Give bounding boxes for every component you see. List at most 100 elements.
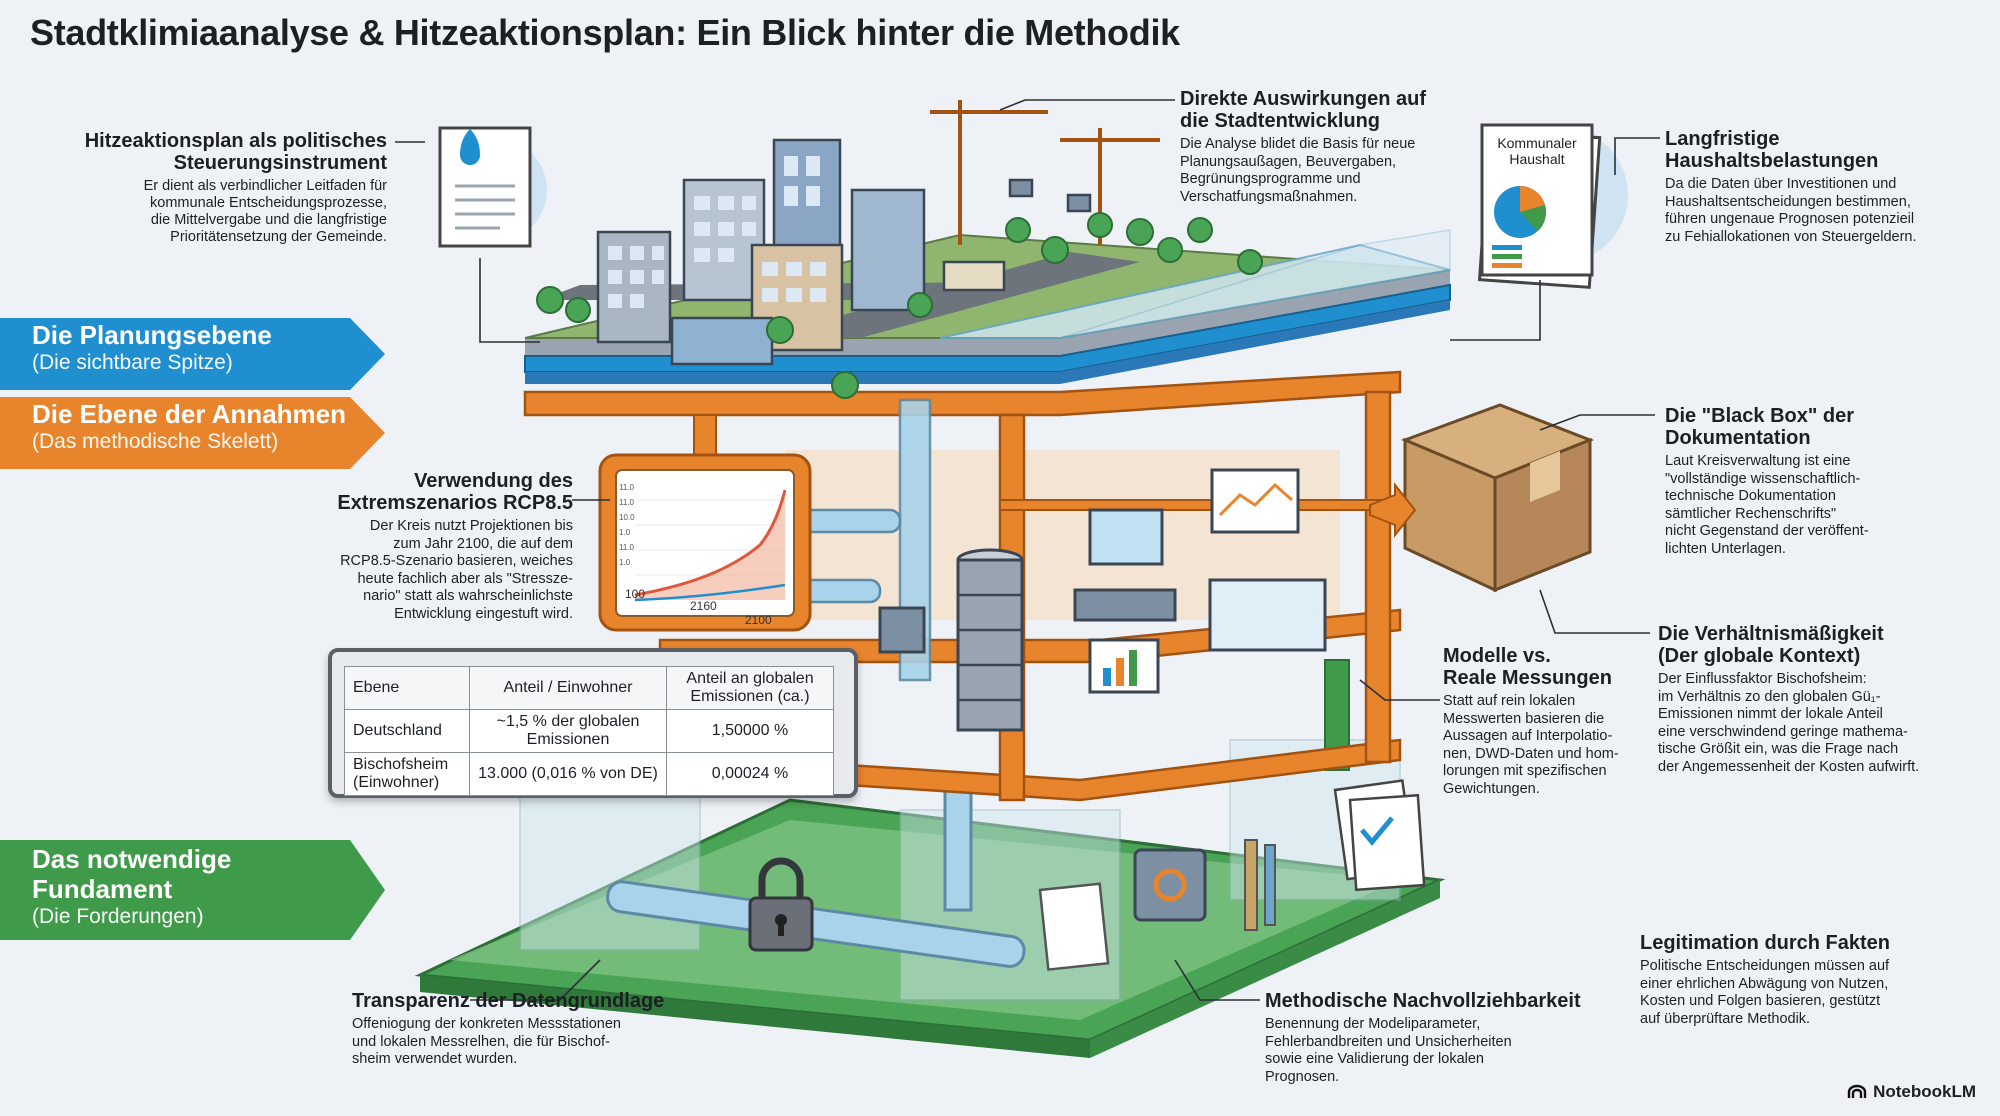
callout-text: technische Dokumentation bbox=[1665, 488, 1836, 504]
callout-text: auf überprüftare Methodik. bbox=[1640, 1010, 1811, 1027]
callout-text: einer ehrlichen Abwägung von Nutzen, bbox=[1640, 975, 1889, 992]
callout-title: Direkte Auswirkungen auf bbox=[1180, 88, 1426, 110]
callout-title: Dokumentation bbox=[1665, 427, 1811, 449]
callout-text: "vollständige wissenschaftlich- bbox=[1665, 470, 1861, 487]
level-title: Das notwendige bbox=[32, 844, 232, 874]
callout-rcp85: Verwendung des Extremszenarios RCP8.5 De… bbox=[243, 470, 573, 623]
callout-text: Offeniogung der konkreten Messstationen bbox=[352, 1016, 621, 1032]
callout-title: Extremszenarios RCP8.5 bbox=[337, 492, 573, 514]
callout-text: Die Analyse blidet die Basis für neue bbox=[1180, 136, 1416, 152]
table-header: Ebene bbox=[344, 666, 470, 710]
callout-text: Benennung der Modeliparameter, bbox=[1265, 1016, 1481, 1032]
callout-text: Fehlerbandbreiten und Unsicherheiten bbox=[1265, 1033, 1512, 1050]
callout-direkte-auswirkungen: Direkte Auswirkungen auf die Stadtentwic… bbox=[1180, 88, 1510, 206]
callout-text: sämtlicher Rechenschrifts" bbox=[1665, 505, 1837, 522]
callout-title: Modelle vs. bbox=[1443, 645, 1551, 667]
table-cell: 1,50000 % bbox=[666, 709, 834, 753]
callout-title: Transparenz der Datengrundlage bbox=[352, 990, 665, 1012]
chart-ytick: 1.0 bbox=[619, 558, 631, 567]
emissions-table-panel: Ebene Anteil / Einwohner Anteil an globa… bbox=[328, 648, 858, 798]
trees bbox=[536, 212, 1263, 399]
table-header: Anteil / Einwohner bbox=[469, 666, 667, 710]
black-box-icon bbox=[1400, 403, 1595, 593]
level-subtitle: (Das methodische Skelett) bbox=[32, 430, 279, 453]
callout-text: zum Jahr 2100, die auf dem bbox=[393, 535, 573, 552]
table-cell: Bischofsheim (Einwohner) bbox=[344, 752, 470, 796]
budget-doc-label: Haushalt bbox=[1509, 151, 1564, 167]
callout-hitzeaktionsplan: Hitzeaktionsplan als politisches Steueru… bbox=[27, 130, 387, 246]
table-cell: 13.000 (0,016 % von DE) bbox=[469, 752, 667, 796]
callout-text: Messwerten basieren die bbox=[1443, 710, 1605, 727]
table-header-row: Ebene Anteil / Einwohner Anteil an globa… bbox=[344, 666, 834, 710]
level-annahmen: Die Ebene der Annahmen (Das methodische … bbox=[0, 399, 346, 469]
callout-text: Der Kreis nutzt Projektionen bis bbox=[369, 518, 573, 534]
callout-text: tische Größit ein, was die Frage nach bbox=[1658, 741, 1899, 757]
callout-black-box: Die "Black Box" der Dokumentation Laut K… bbox=[1665, 405, 1985, 558]
callout-text: zu Fehiallokationen von Steuergeldern. bbox=[1665, 228, 1917, 245]
callout-transparenz: Transparenz der Datengrundlage Offeniogu… bbox=[352, 990, 712, 1069]
policy-document-icon bbox=[438, 126, 547, 248]
callout-text: nario" statt als wahrscheinlichste bbox=[363, 588, 573, 604]
chart-xtick: 2100 bbox=[745, 613, 772, 627]
callout-text: führen ungenaue Prognosen potenzieil bbox=[1665, 211, 1915, 227]
budget-doc-label: Kommunaler bbox=[1497, 135, 1577, 151]
chart-xtick: 100 bbox=[625, 587, 645, 601]
brand-logo: NotebookLM bbox=[1847, 1082, 1976, 1102]
callout-text: RCP8.5-Szenario basieren, weiches bbox=[340, 553, 573, 569]
chart-ytick: 11.0 bbox=[619, 483, 635, 492]
callout-text: Politische Entscheidungen müssen auf bbox=[1640, 958, 1890, 974]
table-cell: 0,00024 % bbox=[666, 752, 834, 796]
band-planungsebene bbox=[0, 318, 385, 390]
level-subtitle: (Die sichtbare Spitze) bbox=[32, 351, 233, 374]
callout-title: Hitzeaktionsplan als politisches bbox=[84, 130, 387, 152]
callout-text: sheim verwendet wurden. bbox=[352, 1051, 518, 1067]
callout-text: Planungsaußagen, Beuvergaben, bbox=[1180, 153, 1397, 170]
table-cell: ~1,5 % der globalen Emissionen bbox=[469, 709, 667, 753]
foundation-platform bbox=[414, 739, 1446, 1058]
table-row: Deutschland ~1,5 % der globalen Emission… bbox=[344, 709, 834, 753]
chart-xtick: 2160 bbox=[690, 599, 717, 613]
callout-text: heute fachlich aber als "Stressze- bbox=[357, 570, 573, 587]
callout-text: eine verschwindend geringe mathema- bbox=[1658, 723, 1908, 740]
callout-text: Haushaltsentscheidungen bestimmen, bbox=[1665, 193, 1911, 210]
callout-text: Er dient als verbindlicher Leitfaden für bbox=[143, 178, 387, 194]
callout-haushaltsbelastungen: Langfristige Haushaltsbelastungen Da die… bbox=[1665, 128, 1995, 246]
band-fundament bbox=[0, 840, 385, 940]
level-subtitle: (Die Forderungen) bbox=[32, 905, 204, 928]
callout-title: Haushaltsbelastungen bbox=[1665, 150, 1879, 172]
callout-modelle: Modelle vs. Reale Messungen Statt auf re… bbox=[1443, 645, 1663, 798]
callout-text: Begrünungsprogramme und bbox=[1180, 171, 1361, 187]
table-header: Anteil an globalen Emissionen (ca.) bbox=[666, 666, 834, 710]
callout-text: nen, DWD-Daten und hom- bbox=[1443, 745, 1619, 762]
callout-text: Da die Daten über Investitionen und bbox=[1665, 176, 1897, 192]
callout-title: (Der globale Kontext) bbox=[1658, 645, 1861, 667]
chart-ytick: 11.0 bbox=[619, 543, 635, 552]
chart-ytick: 10.0 bbox=[619, 513, 635, 522]
band-annahmen bbox=[0, 397, 385, 469]
table-row: Bischofsheim (Einwohner) 13.000 (0,016 %… bbox=[344, 752, 834, 796]
level-planungsebene: Die Planungsebene (Die sichtbare Spitze) bbox=[0, 320, 272, 390]
callout-methodische: Methodische Nachvollziehbarkeit Benennun… bbox=[1265, 990, 1595, 1086]
level-title: Die Planungsebene bbox=[32, 320, 272, 350]
chart-ytick: 11.0 bbox=[619, 498, 635, 507]
callout-text: Prognosen. bbox=[1265, 1068, 1340, 1085]
callout-legitimation: Legitimation durch Fakten Politische Ent… bbox=[1640, 932, 1970, 1028]
brand-name: NotebookLM bbox=[1873, 1082, 1976, 1101]
budget-document-icon: Kommunaler Haushalt bbox=[1477, 123, 1628, 289]
callout-text: Kosten und Folgen basieren, gestützt bbox=[1640, 993, 1881, 1009]
emissions-table: Ebene Anteil / Einwohner Anteil an globa… bbox=[344, 666, 834, 796]
callout-title: Legitimation durch Fakten bbox=[1640, 932, 1891, 954]
chart-ytick: 1.0 bbox=[619, 528, 631, 537]
callout-text: und lokalen Messrelhen, die für Bischof- bbox=[352, 1033, 610, 1050]
callout-text: Statt auf rein lokalen bbox=[1443, 693, 1576, 709]
page-title: Stadtklimiaanalyse & Hitzeaktionsplan: E… bbox=[30, 12, 1180, 53]
leader-lines bbox=[395, 99, 1660, 1001]
callout-title: Steuerungsinstrument bbox=[173, 152, 387, 174]
rcp-chart-monitor: 100 2160 2100 11.0 11.0 10.0 1.0 11.0 1.… bbox=[598, 453, 812, 632]
callout-text: Gewichtungen. bbox=[1443, 780, 1540, 797]
callout-text: Emissionen nimmt der lokale Anteil bbox=[1658, 706, 1883, 722]
callout-text: kommunale Entscheidungsprozesse, bbox=[150, 195, 387, 211]
callout-text: Entwicklung eingestuft wird. bbox=[394, 605, 573, 622]
callout-text: Laut Kreisverwaltung ist eine bbox=[1665, 453, 1851, 469]
callout-text: lichten Unterlagen. bbox=[1665, 540, 1786, 557]
